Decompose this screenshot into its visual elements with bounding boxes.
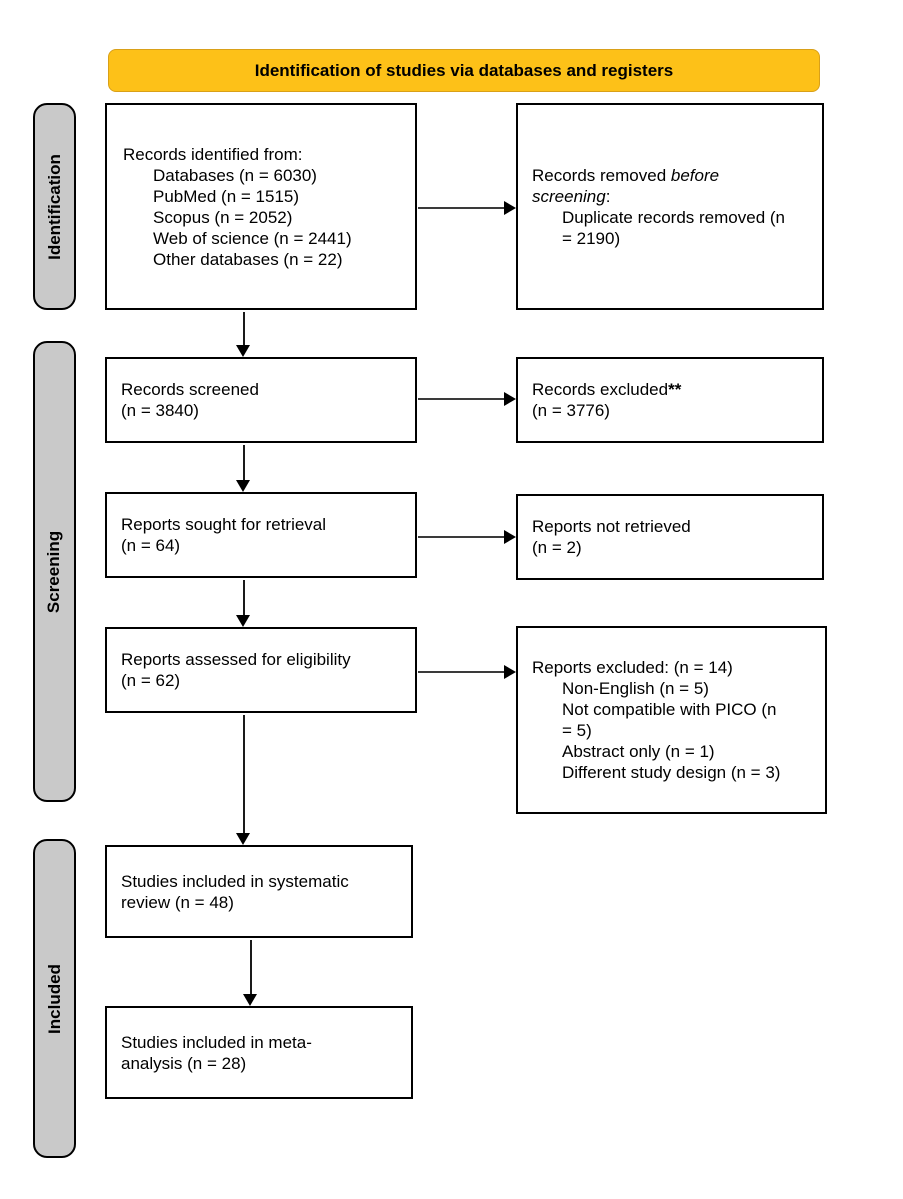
arrowhead-down-icon bbox=[243, 994, 257, 1006]
reports-assessed-line2: (n = 62) bbox=[121, 671, 181, 690]
diagram-title-banner: Identification of studies via databases … bbox=[108, 49, 820, 92]
studies-systematic-line2: review (n = 48) bbox=[121, 892, 234, 912]
stage-screening-label: Screening bbox=[44, 530, 64, 613]
box-studies-meta: Studies included in meta- analysis (n = … bbox=[105, 1006, 413, 1099]
reports-excluded-heading: Reports excluded: (n = 14) bbox=[532, 658, 733, 677]
stage-included: Included bbox=[33, 839, 76, 1158]
arrow-line-assessed-to-systematic bbox=[243, 715, 245, 833]
stage-screening: Screening bbox=[33, 341, 76, 802]
arrow-line-screened-to-excluded bbox=[418, 398, 504, 400]
stage-included-label: Included bbox=[44, 963, 64, 1034]
records-screened-line1: Records screened bbox=[121, 380, 259, 399]
records-identified-item: PubMed (n = 1515) bbox=[153, 186, 300, 206]
box-studies-systematic: Studies included in systematic review (n… bbox=[105, 845, 413, 938]
box-records-screened: Records screened (n = 3840) bbox=[105, 357, 417, 443]
arrow-line-screened-to-sought bbox=[243, 445, 245, 480]
stage-identification: Identification bbox=[33, 103, 76, 310]
reports-excluded-item: Non-English (n = 5) bbox=[562, 679, 709, 698]
arrow-line-assessed-to-reportsexcluded bbox=[418, 671, 504, 673]
box-reports-not-retrieved: Reports not retrieved (n = 2) bbox=[516, 494, 824, 580]
records-identified-item: Other databases (n = 22) bbox=[153, 249, 343, 269]
records-screened-line2: (n = 3840) bbox=[121, 401, 199, 420]
reports-sought-line2: (n = 64) bbox=[121, 536, 181, 555]
box-records-removed: Records removed before screening: Duplic… bbox=[516, 103, 824, 310]
studies-systematic-line1: Studies included in systematic bbox=[121, 871, 349, 891]
arrow-line-sought-to-assessed bbox=[243, 580, 245, 615]
arrowhead-right-icon bbox=[504, 530, 516, 544]
arrow-line-identified-to-removed bbox=[418, 207, 504, 209]
reports-assessed-line1: Reports assessed for eligibility bbox=[121, 650, 351, 669]
diagram-title: Identification of studies via databases … bbox=[254, 60, 674, 80]
arrowhead-right-icon bbox=[504, 392, 516, 406]
arrowhead-down-icon bbox=[236, 480, 250, 492]
records-excluded-line2: (n = 3776) bbox=[532, 401, 610, 420]
box-reports-sought: Reports sought for retrieval (n = 64) bbox=[105, 492, 417, 578]
records-removed-item: Duplicate records removed (n bbox=[562, 207, 785, 227]
box-reports-excluded: Reports excluded: (n = 14) Non-English (… bbox=[516, 626, 827, 814]
box-records-identified: Records identified from: Databases (n = … bbox=[105, 103, 417, 310]
studies-meta-line2: analysis (n = 28) bbox=[121, 1053, 247, 1073]
records-identified-item: Databases (n = 6030) bbox=[153, 165, 317, 185]
reports-excluded-item: Not compatible with PICO (n bbox=[562, 700, 777, 719]
reports-sought-line1: Reports sought for retrieval bbox=[121, 515, 327, 534]
records-identified-heading: Records identified from: bbox=[123, 144, 303, 164]
reports-excluded-item: = 5) bbox=[562, 721, 592, 740]
records-removed-item: = 2190) bbox=[562, 228, 621, 248]
arrowhead-right-icon bbox=[504, 201, 516, 215]
arrowhead-down-icon bbox=[236, 833, 250, 845]
arrowhead-down-icon bbox=[236, 345, 250, 357]
reports-excluded-item: Abstract only (n = 1) bbox=[562, 742, 715, 761]
reports-not-retrieved-line1: Reports not retrieved bbox=[532, 517, 691, 536]
records-identified-item: Web of science (n = 2441) bbox=[153, 228, 352, 248]
arrow-line-identified-to-screened bbox=[243, 312, 245, 345]
reports-excluded-item: Different study design (n = 3) bbox=[562, 763, 781, 782]
records-identified-item: Scopus (n = 2052) bbox=[153, 207, 293, 227]
records-removed-line2: screening: bbox=[532, 186, 611, 206]
arrowhead-right-icon bbox=[504, 665, 516, 679]
arrow-line-sought-to-notretrieved bbox=[418, 536, 504, 538]
studies-meta-line1: Studies included in meta- bbox=[121, 1032, 312, 1052]
box-reports-assessed: Reports assessed for eligibility (n = 62… bbox=[105, 627, 417, 713]
arrow-line-systematic-to-meta bbox=[250, 940, 252, 994]
arrowhead-down-icon bbox=[236, 615, 250, 627]
records-excluded-line1: Records excluded** bbox=[532, 380, 682, 399]
box-records-excluded: Records excluded** (n = 3776) bbox=[516, 357, 824, 443]
stage-identification-label: Identification bbox=[44, 153, 64, 260]
reports-not-retrieved-line2: (n = 2) bbox=[532, 538, 582, 557]
records-removed-line1: Records removed before bbox=[532, 165, 720, 185]
